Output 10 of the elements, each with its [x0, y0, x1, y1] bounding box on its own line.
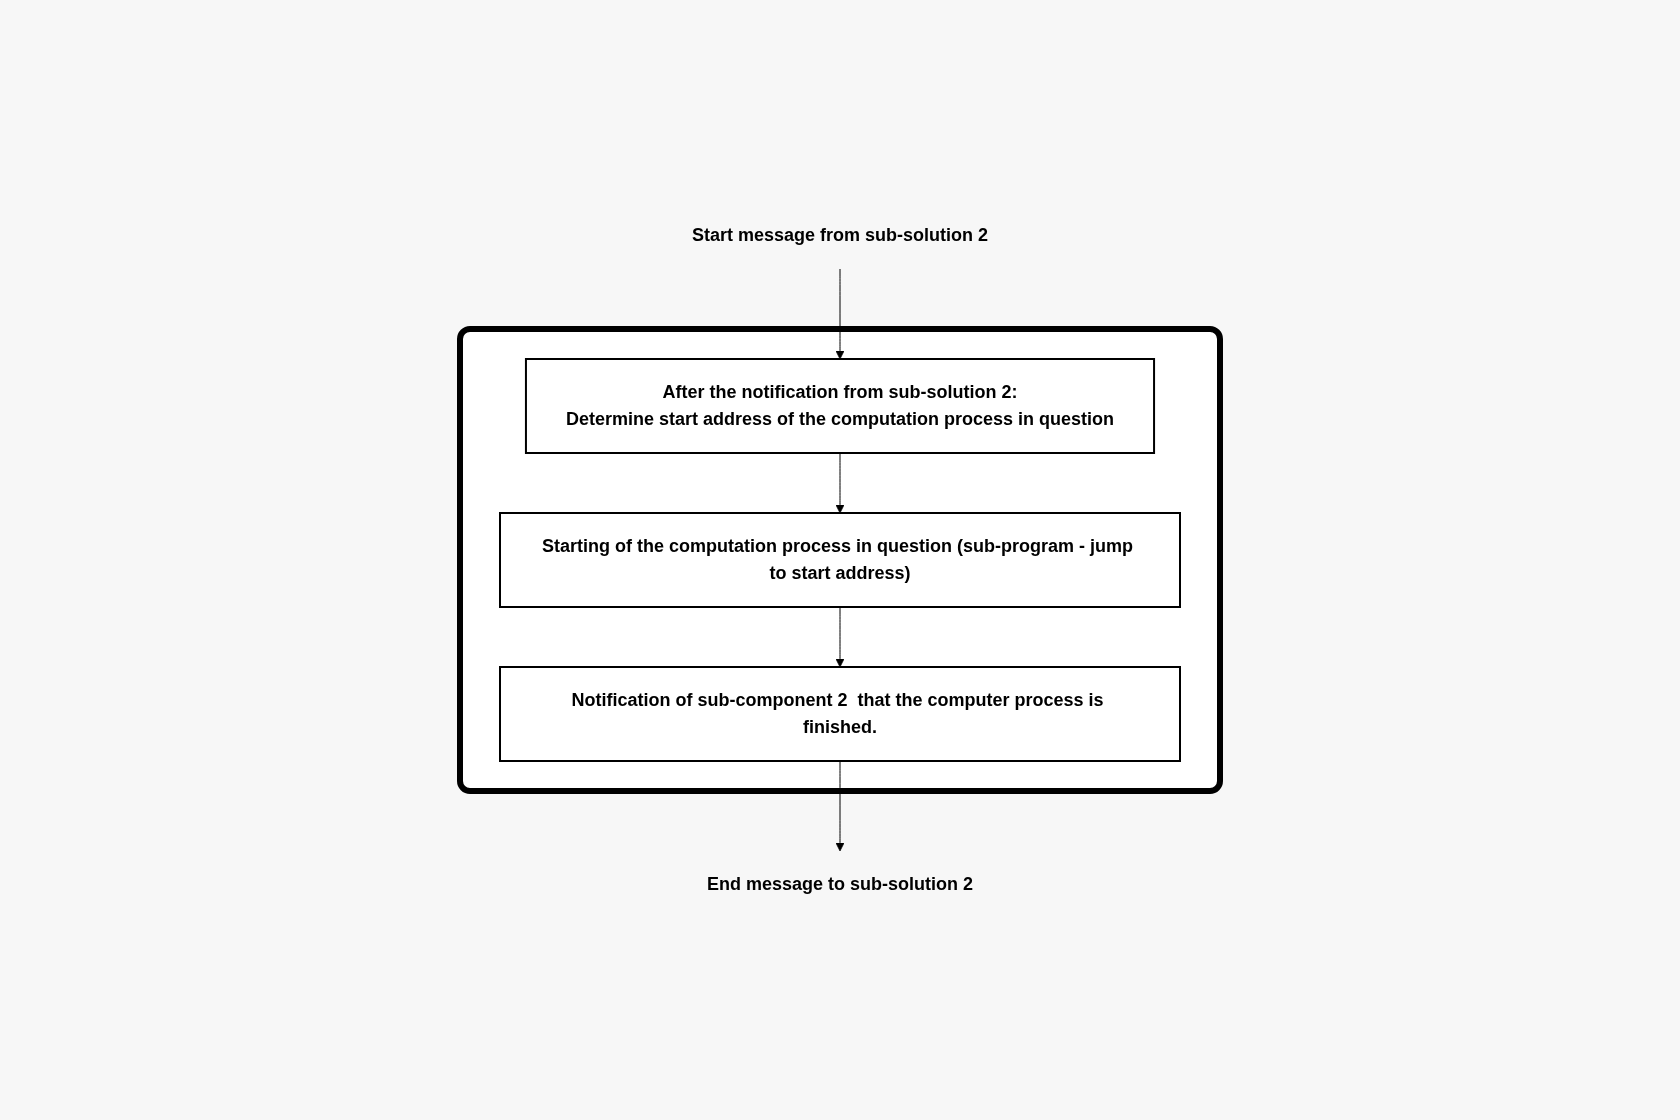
node-text: Start message from sub-solution 2	[691, 225, 989, 245]
arrow	[835, 452, 845, 514]
node-box: After the notification from sub-solution 2: Determine start address of the computation process in question	[524, 358, 1156, 454]
node-box: Notification of sub-component 2 that the computer process is finished.	[499, 666, 1181, 762]
arrow	[835, 268, 845, 360]
node-box: Starting of the computation process in question (sub-program - jump to start address)	[499, 512, 1181, 608]
node-text: End message to sub-solution 2	[706, 874, 974, 894]
arrow	[835, 760, 845, 852]
arrow	[835, 606, 845, 668]
cluster	[457, 326, 1223, 794]
